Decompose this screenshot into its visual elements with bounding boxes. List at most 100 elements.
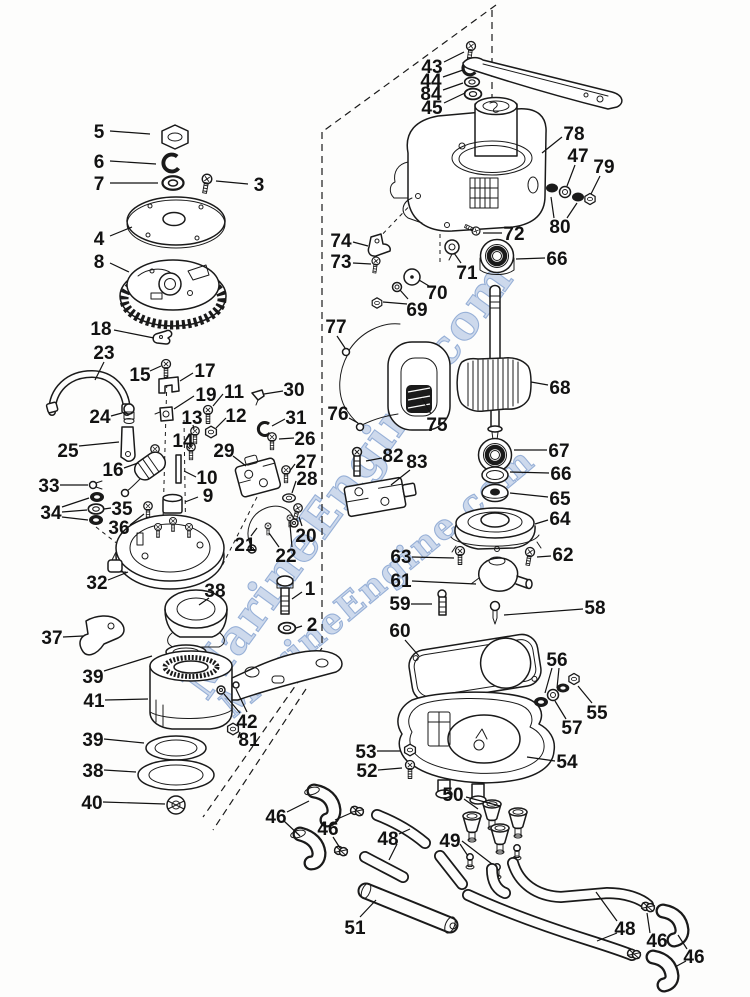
part-number-callout: 82 <box>382 446 403 467</box>
part-number-callout: 69 <box>406 300 427 321</box>
leader-line <box>398 828 411 835</box>
part-number-callout: 45 <box>421 98 443 119</box>
part-number-callout: 31 <box>285 408 307 429</box>
part-number-callout: 37 <box>41 628 62 649</box>
part-number-callout: 46 <box>317 819 338 840</box>
leader-line <box>334 812 352 821</box>
part-number-callout: 47 <box>567 146 588 167</box>
leader-line <box>550 196 555 219</box>
washer-set-47-80-drawing <box>546 183 584 202</box>
leader-line <box>646 912 651 934</box>
part-number-callout: 62 <box>552 545 573 566</box>
part-number-callout: 2 <box>307 615 318 636</box>
part-number-callout: 43 <box>421 57 442 78</box>
part-number-callout: 38 <box>82 761 103 782</box>
part-number-callout: 20 <box>295 526 316 547</box>
part-number-callout: 74 <box>330 231 352 252</box>
leader-line <box>103 738 145 744</box>
nut-12-drawing <box>204 425 218 439</box>
leader-line <box>192 424 195 430</box>
grommet-38-lower-drawing <box>137 759 215 791</box>
part-number-callout: 71 <box>456 263 478 284</box>
part-number-callout: 72 <box>503 224 524 245</box>
leader-line <box>404 639 420 657</box>
part-number-callout: 75 <box>426 415 448 436</box>
link-25-drawing <box>120 426 136 462</box>
nut-53-drawing <box>403 743 417 757</box>
cup-9-drawing <box>162 493 183 514</box>
part-number-callout: 76 <box>327 404 348 425</box>
leader-line <box>596 932 618 942</box>
leader-line <box>530 381 549 386</box>
leader-line <box>215 417 227 429</box>
pin-10-drawing <box>175 454 182 484</box>
part-number-callout: 65 <box>549 489 571 510</box>
leader-line <box>223 693 241 714</box>
seal-stack-34-drawing <box>87 492 105 525</box>
leader-line <box>677 934 688 950</box>
part-number-callout: 19 <box>195 385 216 406</box>
screw-62-drawing <box>522 546 536 567</box>
leader-line <box>509 492 549 498</box>
leader-line <box>332 836 341 849</box>
part-number-callout: 51 <box>344 918 366 939</box>
part-number-callout: 46 <box>683 947 704 968</box>
leader-line <box>198 597 210 606</box>
washer-7-drawing <box>161 175 185 191</box>
leader-line <box>442 69 464 78</box>
leader-line <box>61 516 89 521</box>
leader-line <box>186 445 191 450</box>
part-number-callout: 25 <box>57 441 79 462</box>
part-number-callout: 7 <box>94 174 105 195</box>
part-number-callout: 44 <box>420 71 442 92</box>
part-number-callout: 57 <box>561 718 582 739</box>
part-number-callout: 5 <box>94 122 105 143</box>
screw-36-drawing <box>143 501 153 520</box>
leader-line <box>110 412 123 417</box>
part-number-callout: 3 <box>254 175 265 196</box>
part-number-callout: 15 <box>129 365 151 386</box>
part-number-callout: 39 <box>82 730 103 751</box>
leader-line <box>149 365 162 372</box>
leader-line <box>463 798 479 810</box>
leader-line <box>184 496 199 503</box>
bolt-59-drawing <box>437 589 447 616</box>
leader-line <box>399 289 409 300</box>
part-number-callout: 28 <box>296 469 317 490</box>
part-number-callout: 63 <box>390 547 411 568</box>
part-number-callout: 4 <box>94 229 105 250</box>
leader-line <box>183 470 197 478</box>
leader-line <box>556 667 560 689</box>
disc-70-drawing <box>403 268 421 286</box>
part-number-callout: 46 <box>646 931 667 952</box>
leader-line <box>515 257 546 260</box>
leader-line <box>288 463 296 473</box>
part-number-callout: 30 <box>283 380 304 401</box>
leader-line <box>443 51 465 63</box>
steering-arm-drawing <box>462 56 623 110</box>
bracket-74-drawing <box>367 233 391 257</box>
rubber-elbows-46-drawing <box>290 783 690 993</box>
part-number-callout: 10 <box>196 468 217 489</box>
washer-nut-69-drawing <box>371 281 403 309</box>
leader-line <box>459 843 469 857</box>
fuel-hoses-48-drawing <box>359 809 654 961</box>
part-number-callout: 79 <box>593 157 614 178</box>
leader-line <box>173 395 195 410</box>
leader-line <box>212 393 224 407</box>
needle-58-drawing <box>489 600 501 625</box>
leader-line <box>453 252 462 264</box>
clip-19-drawing <box>154 406 174 422</box>
recoil-housing-78-drawing <box>389 96 547 232</box>
part-number-callout: 58 <box>584 598 605 619</box>
part-number-callout: 12 <box>225 406 246 427</box>
part-number-callout: 80 <box>549 217 570 238</box>
leader-line <box>291 480 297 494</box>
leader-line <box>104 698 149 701</box>
nut-40-drawing <box>166 795 186 815</box>
leader-line <box>286 800 310 813</box>
pump-base-64-drawing <box>450 507 542 553</box>
leader-line <box>541 136 563 154</box>
part-number-callout: 48 <box>614 919 635 940</box>
